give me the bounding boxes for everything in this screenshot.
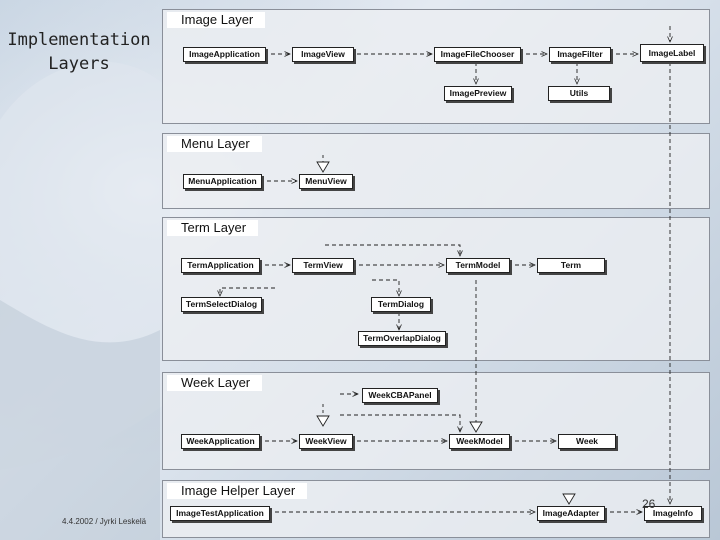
page-number: 26 (642, 497, 656, 511)
class-menu-view: MenuView (299, 174, 353, 189)
image-layer-panel: Image Layer (162, 9, 710, 124)
class-image-application: ImageApplication (183, 47, 266, 62)
class-term-model: TermModel (446, 258, 510, 273)
class-week: Week (558, 434, 616, 449)
class-term-overlap-dialog: TermOverlapDialog (358, 331, 446, 346)
class-term: Term (537, 258, 605, 273)
class-week-application: WeekApplication (181, 434, 260, 449)
class-week-view: WeekView (299, 434, 353, 449)
class-term-application: TermApplication (181, 258, 260, 273)
class-image-test-application: ImageTestApplication (170, 506, 270, 521)
class-image-info: ImageInfo (644, 506, 702, 521)
class-image-filter: ImageFilter (549, 47, 611, 62)
class-utils: Utils (548, 86, 610, 101)
class-image-view: ImageView (292, 47, 354, 62)
footer-date-author: 4.4.2002 / Jyrki Leskelä (62, 517, 147, 526)
week-layer-panel: Week Layer (162, 372, 710, 470)
term-layer-title: Term Layer (167, 220, 259, 236)
class-menu-application: MenuApplication (183, 174, 262, 189)
class-term-dialog: TermDialog (371, 297, 431, 312)
menu-layer-panel: Menu Layer (162, 133, 710, 209)
week-layer-title: Week Layer (167, 375, 263, 391)
class-image-preview: ImagePreview (444, 86, 512, 101)
image-layer-title: Image Layer (167, 12, 266, 28)
class-term-view: TermView (292, 258, 354, 273)
slide-title: Implementation Layers (7, 30, 151, 74)
class-image-adapter: ImageAdapter (537, 506, 605, 521)
class-term-select-dialog: TermSelectDialog (181, 297, 262, 312)
image-helper-layer-title: Image Helper Layer (167, 483, 308, 499)
menu-layer-title: Menu Layer (167, 136, 262, 152)
term-layer-panel: Term Layer (162, 217, 710, 361)
class-week-model: WeekModel (449, 434, 510, 449)
class-image-file-chooser: ImageFileChooser (434, 47, 521, 62)
class-image-label: ImageLabel (640, 44, 704, 62)
class-week-cba-panel: WeekCBAPanel (362, 388, 438, 403)
